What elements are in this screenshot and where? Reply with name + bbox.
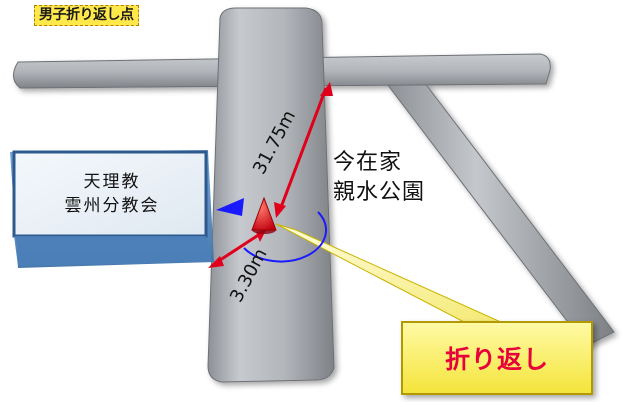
diagonal-road — [383, 73, 615, 347]
vertical-road — [207, 7, 335, 383]
building-block — [10, 150, 214, 268]
roads — [13, 7, 615, 383]
measure-north — [274, 82, 333, 218]
park-label: 今在家 親水公園 — [333, 148, 425, 208]
page-title: 男子折り返し点 — [34, 5, 139, 26]
callout-box — [401, 321, 593, 395]
park-name-line2: 親水公園 — [333, 180, 426, 205]
turnaround-direction-icon — [216, 198, 328, 263]
park-name-line1: 今在家 — [333, 150, 403, 175]
turnaround-marker-icon — [251, 196, 277, 234]
